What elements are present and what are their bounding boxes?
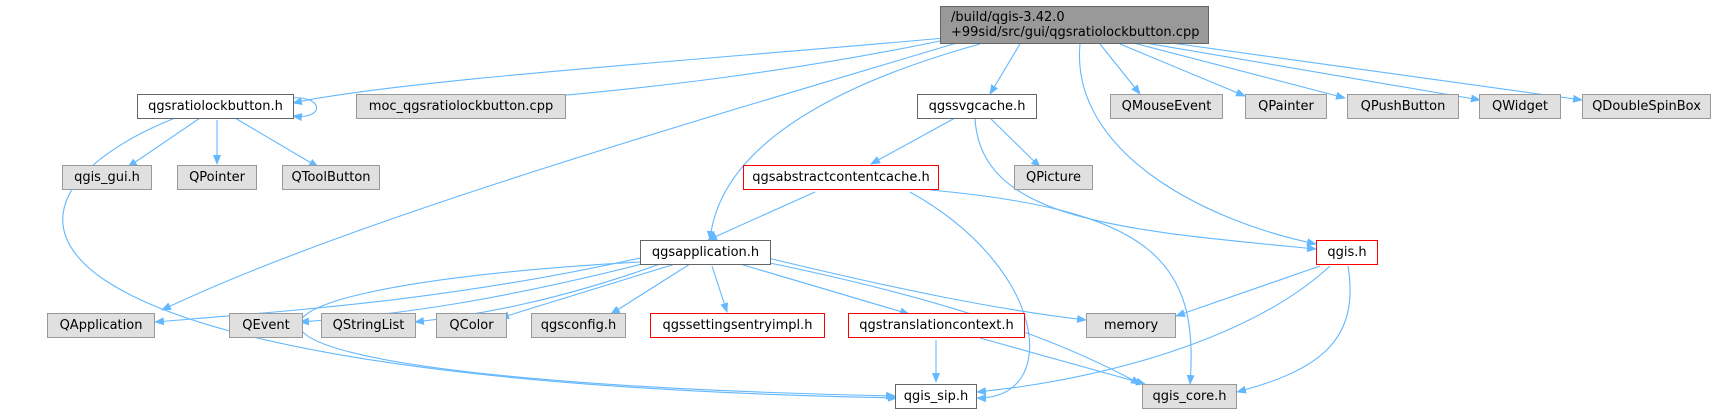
node-qgsratiolockbutton-h[interactable]: qgsratiolockbutton.h [137,94,294,119]
edge-root-ratiolock [292,37,946,106]
root-file-node[interactable]: /build/qgis-3.42.0 +99sid/src/gui/qgsrat… [940,6,1209,44]
node-qapplication[interactable]: QApplication [47,313,155,338]
node-moc-qgsratiolockbutton-cpp[interactable]: moc_qgsratiolockbutton.cpp [356,94,566,119]
node-qcolor[interactable]: QColor [436,313,507,338]
node-memory[interactable]: memory [1086,313,1176,338]
edge-ratiolock-qgissip [62,117,898,402]
edge-application-qapplication [154,257,641,326]
node-qdoublespinbox[interactable]: QDoubleSpinBox [1582,94,1711,119]
node-qgis-core-h[interactable]: qgis_core.h [1142,384,1237,409]
edge-qgis-memory [1175,265,1321,317]
edge-abstract-application [707,191,816,241]
edge-application-translation [739,263,910,316]
node-qgis-sip-h[interactable]: qgis_sip.h [895,384,977,409]
node-qgssettingsentryimpl-h[interactable]: qgssettingsentryimpl.h [650,313,825,338]
edge-ratiolock-qgisgui [127,117,201,168]
root-file-path-line2: +99sid/src/gui/qgsratiolockbutton.cpp [951,25,1200,40]
edge-svgcache-abstract [870,117,956,165]
node-qgsapplication-h[interactable]: qgsapplication.h [640,240,771,265]
node-qgis-h[interactable]: qgis.h [1316,240,1378,265]
node-qpainter[interactable]: QPainter [1245,94,1327,119]
edge-root-application [706,43,981,241]
edge-application-settings [711,265,729,313]
edge-root-qgis [1078,43,1317,247]
node-qmouseevent[interactable]: QMouseEvent [1110,94,1223,119]
edge-svgcache-qpicture [989,117,1041,168]
edge-ratiolock-self [289,97,318,122]
edge-abstract-qgiscore [929,189,1195,385]
edge-abstract-qgissip [909,191,1031,403]
edge-qgis-qgiscore [1236,265,1351,394]
edge-root-qpainter [1119,43,1246,97]
node-qgis-gui-h[interactable]: qgis_gui.h [62,165,152,190]
root-file-path-line1: /build/qgis-3.42.0 [951,10,1065,25]
edge-root-qwidget [1139,41,1481,103]
node-qgssvgcache-h[interactable]: qgssvgcache.h [917,94,1037,119]
node-qwidget[interactable]: QWidget [1479,94,1561,119]
edge-root-qpushbutton [1129,41,1346,100]
edge-root-qmouseevent [1099,43,1141,95]
node-qpushbutton[interactable]: QPushButton [1347,94,1459,119]
node-qtoolbutton[interactable]: QToolButton [282,165,380,190]
node-qgsconfig-h[interactable]: qgsconfig.h [531,313,626,338]
edge-application-qcolor [499,263,676,320]
edge-application-qgissip [299,261,896,400]
edge-root-svgcache [989,43,1021,95]
edge-translation-qgiscore [979,337,1146,386]
node-qgstranslationcontext-h[interactable]: qgstranslationcontext.h [848,313,1025,338]
node-qpicture[interactable]: QPicture [1014,165,1093,190]
edge-root-qapplication [161,41,961,311]
edge-application-qgsconfig [610,263,691,315]
edge-root-qdoublespinbox [1149,39,1583,103]
edge-svgcache-qgis [974,117,1317,253]
edge-application-memory [767,257,1087,323]
edge-qgis-qgissip [976,265,1331,396]
node-qgsabstractcontentcache-h[interactable]: qgsabstractcontentcache.h [743,165,939,190]
node-qpointer[interactable]: QPointer [177,165,257,190]
node-qevent[interactable]: QEvent [229,313,303,338]
node-qstringlist[interactable]: QStringList [321,313,416,338]
edge-ratiolock-qtoolbutton [234,117,319,168]
